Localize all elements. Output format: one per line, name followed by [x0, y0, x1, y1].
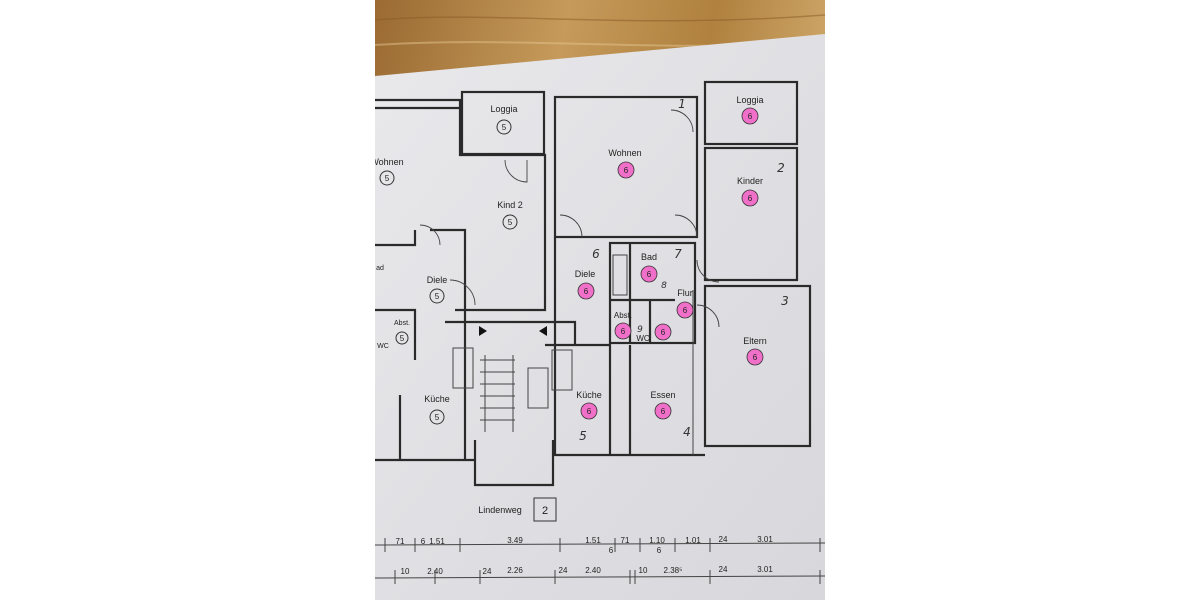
svg-text:2.40: 2.40 — [427, 567, 443, 576]
svg-text:6: 6 — [661, 328, 666, 337]
svg-text:6: 6 — [748, 112, 753, 121]
room-label-loggia-5: Loggia — [490, 104, 517, 114]
svg-text:2.40: 2.40 — [585, 566, 601, 575]
room-label-eltern-6: Eltern — [743, 336, 767, 346]
svg-text:24: 24 — [719, 565, 728, 574]
street-label: Lindenweg 2 — [478, 497, 557, 522]
room-label-abst-6: Abst. — [614, 311, 632, 320]
svg-text:3: 3 — [781, 294, 789, 308]
svg-text:4: 4 — [683, 425, 691, 439]
svg-text:3.49: 3.49 — [507, 536, 523, 545]
room-label-flur-6: Flur — [677, 288, 693, 298]
svg-text:71: 71 — [396, 537, 405, 546]
svg-text:6: 6 — [421, 537, 426, 546]
svg-text:2.26: 2.26 — [507, 566, 523, 575]
svg-text:7: 7 — [674, 247, 682, 261]
svg-text:6: 6 — [748, 194, 753, 203]
svg-text:6: 6 — [683, 306, 688, 315]
svg-text:6: 6 — [661, 407, 666, 416]
room-label-essen-6: Essen — [650, 390, 675, 400]
room-label-wohnen-6: Wohnen — [608, 148, 641, 158]
room-label-wc-6: WC — [636, 334, 650, 343]
svg-text:24: 24 — [483, 567, 492, 576]
doors — [419, 109, 720, 328]
paper-sheet — [375, 34, 825, 600]
svg-text:5: 5 — [400, 334, 405, 343]
room-label-kueche-6: Küche — [576, 390, 602, 400]
svg-text:71: 71 — [621, 536, 630, 545]
dimension-lines: 71 6 1.51 3.49 1.51 6 71 1.10 6 1.01 24 … — [375, 535, 825, 584]
svg-text:10: 10 — [639, 566, 648, 575]
svg-text:6: 6 — [609, 546, 614, 555]
room-label-wc-5: WC — [377, 343, 389, 350]
stairwell — [445, 320, 577, 487]
svg-text:6: 6 — [657, 546, 662, 555]
svg-text:3.01: 3.01 — [757, 565, 773, 574]
room-label-abst-5: Abst. — [394, 320, 410, 327]
svg-text:6: 6 — [621, 327, 626, 336]
svg-text:1: 1 — [678, 97, 686, 111]
svg-text:1.51: 1.51 — [429, 537, 445, 546]
room-label-kind2-5: Kind 2 — [497, 200, 523, 210]
svg-text:5: 5 — [508, 218, 513, 227]
street-number: 2 — [542, 505, 548, 517]
svg-text:3.01: 3.01 — [757, 535, 773, 544]
svg-text:2: 2 — [777, 161, 785, 175]
svg-text:9: 9 — [637, 325, 643, 335]
svg-text:1.51: 1.51 — [585, 536, 601, 545]
svg-text:5: 5 — [435, 413, 440, 422]
walls-left-unit — [375, 90, 547, 462]
svg-text:8: 8 — [661, 281, 667, 291]
walls-right-unit — [545, 80, 812, 457]
room-label-diele-6: Diele — [575, 269, 596, 279]
svg-text:24: 24 — [719, 535, 728, 544]
svg-text:6: 6 — [647, 270, 652, 279]
handwritten-room-numbers: 1 2 3 4 5 6 7 8 9 — [579, 97, 789, 443]
room-label-diele-5: Diele — [427, 275, 448, 285]
room-label-bad-5: ad — [376, 265, 384, 272]
svg-text:1.10: 1.10 — [649, 536, 665, 545]
room-label-kueche-5: Küche — [424, 394, 450, 404]
room-label-bad-6: Bad — [641, 252, 657, 262]
svg-text:1.01: 1.01 — [685, 536, 701, 545]
svg-text:6: 6 — [592, 247, 600, 261]
svg-text:6: 6 — [584, 287, 589, 296]
svg-text:10: 10 — [401, 567, 410, 576]
svg-text:5: 5 — [502, 123, 507, 132]
room-label-kinder-6: Kinder — [737, 176, 763, 186]
floorplan-svg: Loggia 5 Wohnen 5 Kind 2 5 Diele 5 Küche… — [375, 0, 825, 600]
svg-text:5: 5 — [435, 292, 440, 301]
room-label-wohnen-5: Wohnen — [375, 157, 404, 167]
svg-text:2.38⁵: 2.38⁵ — [664, 566, 683, 575]
svg-text:6: 6 — [587, 407, 592, 416]
floorplan-photo: Loggia 5 Wohnen 5 Kind 2 5 Diele 5 Küche… — [375, 0, 825, 600]
svg-text:6: 6 — [753, 353, 758, 362]
svg-text:24: 24 — [559, 566, 568, 575]
rooms-right-unit: Loggia 6 Wohnen 6 Kinder 6 Diele 6 Bad 6… — [575, 95, 767, 420]
svg-text:6: 6 — [624, 166, 629, 175]
street-name: Lindenweg — [478, 505, 522, 515]
room-label-loggia-6: Loggia — [736, 95, 763, 105]
rooms-left-unit: Loggia 5 Wohnen 5 Kind 2 5 Diele 5 Küche… — [375, 104, 523, 425]
svg-text:5: 5 — [385, 174, 390, 183]
svg-text:5: 5 — [579, 429, 587, 443]
